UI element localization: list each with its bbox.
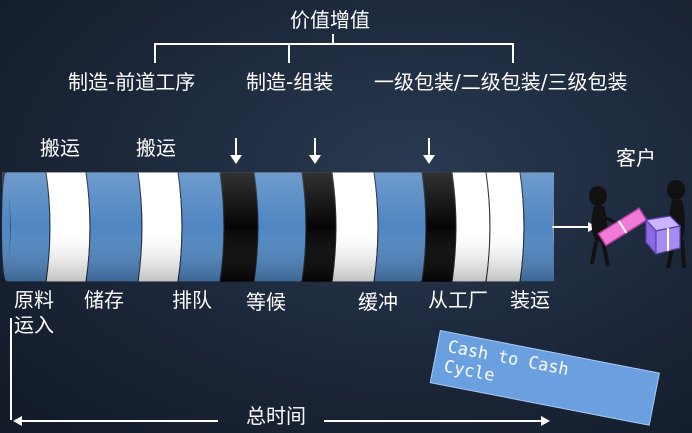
- value-arrow-3: [423, 138, 435, 164]
- cash-to-cash-stamp: Cash to Cash Cycle: [429, 330, 660, 426]
- handling-label-1: 搬运: [40, 136, 80, 160]
- total-time-arrow-left-head: [13, 416, 22, 426]
- process-tube: [2, 172, 554, 282]
- title-stem: [332, 34, 334, 44]
- tube-shading: [2, 172, 554, 282]
- customer-label: 客户: [616, 146, 656, 170]
- value-add-title: 价值增值: [290, 8, 370, 32]
- tree-branch-left: [154, 43, 156, 63]
- value-arrow-1: [230, 138, 242, 164]
- tree-branch-right: [512, 43, 514, 63]
- total-time-label: 总时间: [246, 404, 306, 428]
- raw-material-label: 原料: [14, 288, 54, 312]
- buffer-label: 缓冲: [358, 290, 398, 314]
- storage-label: 储存: [84, 288, 124, 312]
- wait-label: 等候: [246, 290, 286, 314]
- from-factory-label: 从工厂: [428, 288, 488, 312]
- queue-label: 排队: [172, 288, 212, 312]
- total-time-arrow-right-head: [541, 416, 550, 426]
- raw-material-sub-label: 运入: [14, 313, 54, 337]
- time-axis-left-bound: [10, 318, 12, 420]
- handling-label-2: 搬运: [136, 136, 176, 160]
- total-time-arrow: [13, 416, 550, 426]
- category-packaging: 一级包装/二级包装/三级包装: [374, 70, 628, 94]
- customer-figures-icon: [589, 180, 686, 269]
- tree-horizontal: [154, 43, 514, 45]
- pink-package-icon: [597, 207, 648, 247]
- category-assembly: 制造-组装: [246, 70, 334, 94]
- value-arrow-2: [309, 138, 321, 164]
- shipping-label: 装运: [510, 288, 550, 312]
- category-pre-manufacturing: 制造-前道工序: [68, 70, 196, 94]
- tree-branch-middle: [288, 43, 290, 63]
- purple-box-icon: [644, 215, 682, 256]
